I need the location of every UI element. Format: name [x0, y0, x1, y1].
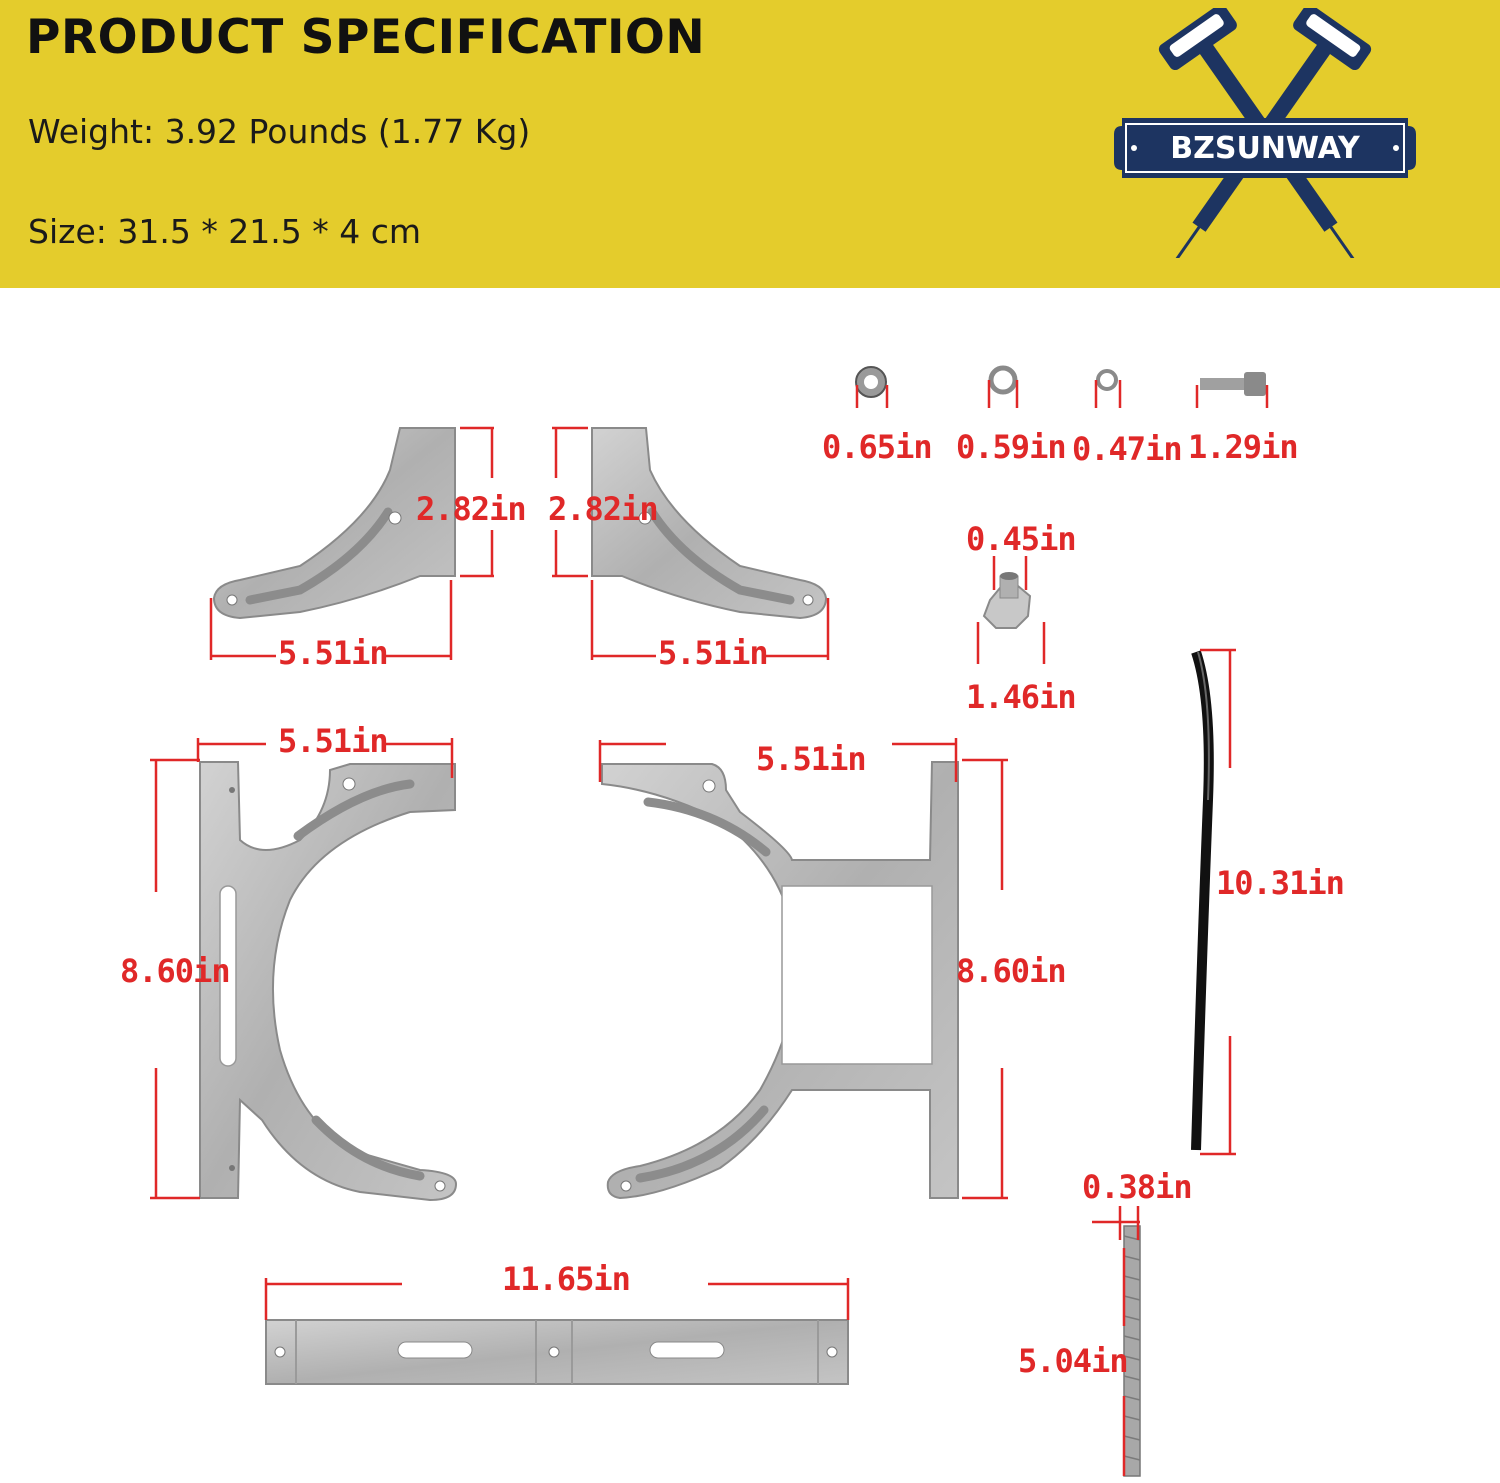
- left-motor-clamp: [199, 761, 458, 1202]
- base-bar: [265, 1319, 849, 1385]
- brand-logo: BZSUNWAY: [1114, 8, 1416, 258]
- right-bracket-width-dimension: 5.51in: [658, 634, 769, 672]
- cap-screw: [1200, 372, 1266, 396]
- brand-name: BZSUNWAY: [1170, 131, 1361, 166]
- spring-washer-small: [1096, 369, 1118, 391]
- left-clamp-height-dimension: 8.60in: [120, 952, 231, 990]
- washer-medium-dimension: 0.59in: [956, 428, 1067, 466]
- threaded-rod: [1123, 1225, 1141, 1477]
- left-corner-bracket: [212, 427, 456, 620]
- strip-dimension-lines: [1200, 648, 1236, 1156]
- right-clamp-height-dimension: 8.60in: [956, 952, 1067, 990]
- strip-length-dimension: 10.31in: [1216, 864, 1345, 902]
- right-clamp-width-dimension: 5.51in: [756, 740, 867, 778]
- star-knob: [982, 572, 1032, 629]
- left-bracket-width-dimension: 5.51in: [278, 634, 389, 672]
- washer-large: [855, 366, 887, 398]
- knob-dimension-lines: [976, 556, 1046, 664]
- washer-small-dimension: 0.47in: [1072, 430, 1183, 468]
- weight-spec: Weight: 3.92 Pounds (1.77 Kg): [28, 112, 531, 151]
- right-corner-bracket: [591, 427, 828, 620]
- right-bracket-height-dimension: 2.82in: [548, 490, 659, 528]
- bar-length-dimension: 11.65in: [502, 1260, 631, 1298]
- spec-header: PRODUCT SPECIFICATION Weight: 3.92 Pound…: [0, 0, 1500, 288]
- knob-width-dimension: 1.46in: [966, 678, 1077, 716]
- spring-washer-medium: [988, 365, 1018, 395]
- bracket-dimension-lines: [209, 426, 830, 660]
- bar-dimension-lines: [264, 1278, 850, 1320]
- right-motor-clamp: [601, 761, 959, 1200]
- clamp-dimension-lines: [150, 738, 1008, 1200]
- rubber-strip: [1191, 650, 1214, 1151]
- knob-height-dimension: 0.45in: [966, 520, 1077, 558]
- washer-large-dimension: 0.65in: [822, 428, 933, 466]
- screw-dimension: 1.29in: [1188, 428, 1299, 466]
- hardware-dimension-lines: [855, 380, 1269, 408]
- size-spec: Size: 31.5 * 21.5 * 4 cm: [28, 212, 422, 251]
- left-clamp-width-dimension: 5.51in: [278, 722, 389, 760]
- brand-banner: [1114, 118, 1416, 178]
- left-bracket-height-dimension: 2.82in: [416, 490, 527, 528]
- rod-dimension-lines: [1092, 1206, 1140, 1476]
- rod-diameter-dimension: 0.38in: [1082, 1168, 1193, 1206]
- page-title: PRODUCT SPECIFICATION: [26, 10, 706, 65]
- rod-length-dimension: 5.04in: [1018, 1342, 1129, 1380]
